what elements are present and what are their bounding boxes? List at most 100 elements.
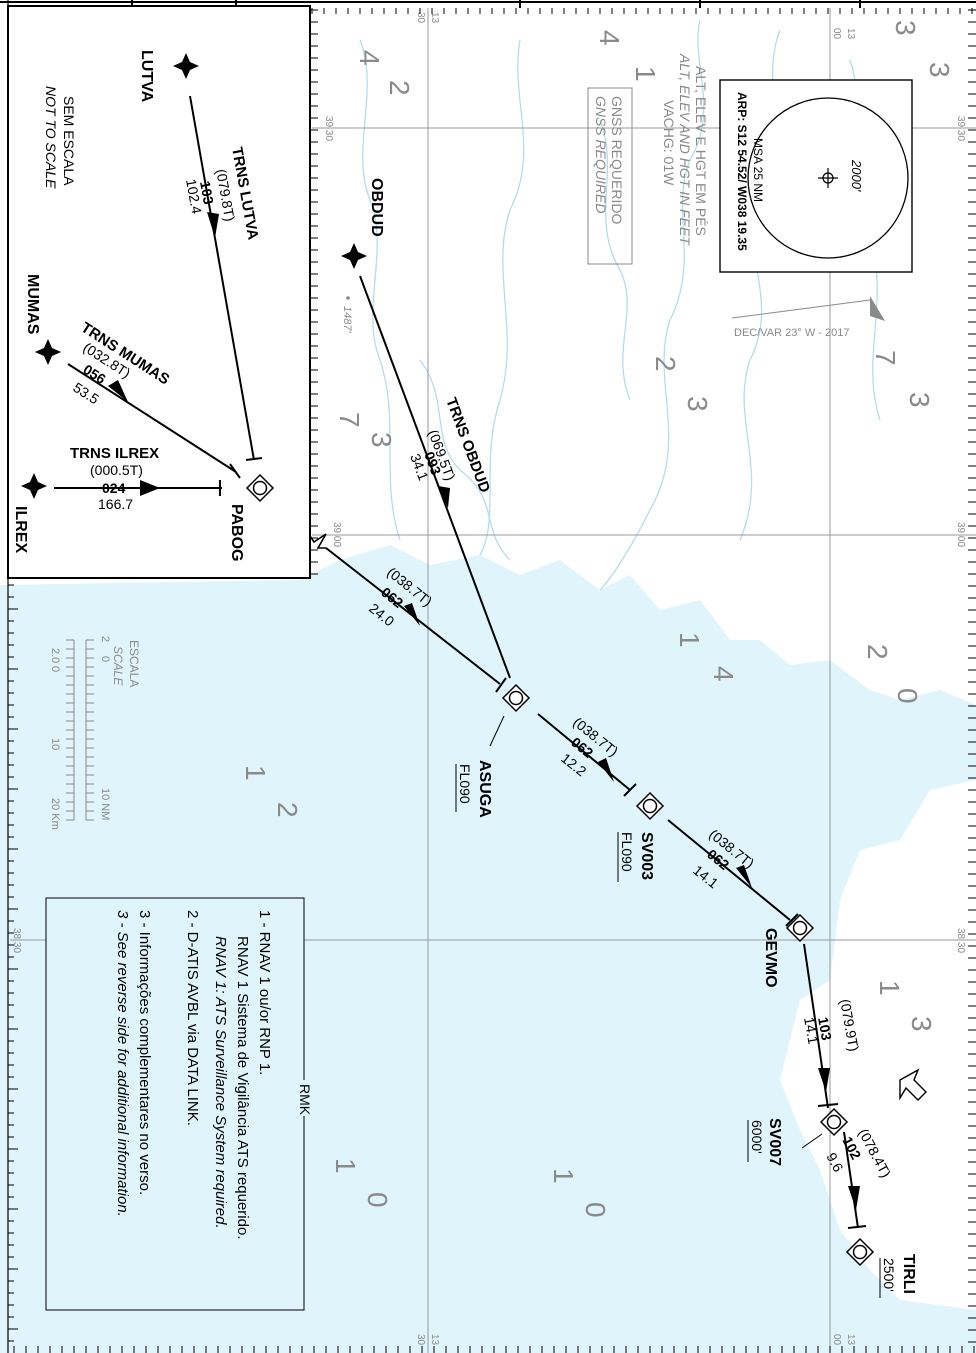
svg-text:GNSS REQUIRED: GNSS REQUIRED [593,96,609,213]
svg-text:13: 13 [429,1334,440,1346]
svg-text:2: 2 [862,644,893,660]
svg-text:13: 13 [845,28,856,40]
svg-text:103: 103 [815,1016,835,1042]
svg-text:7: 7 [870,350,901,366]
svg-text:39 00: 39 00 [331,522,342,547]
svg-text:LUTVA: LUTVA [138,50,155,103]
svg-text:39 30: 39 30 [955,116,966,141]
waypoint-tirli[interactable]: TIRLI 2500' [846,1238,917,1298]
magnetic-variation: DEC/VAR 23° W - 2017 [731,296,885,339]
svg-text:6000': 6000' [749,1120,765,1154]
svg-text:0: 0 [99,656,111,662]
svg-text:ALT, ELEV AND HGT IN FEET: ALT, ELEV AND HGT IN FEET [677,53,693,246]
fix-lutva[interactable]: LUTVA [138,50,199,103]
arp-symbol [818,168,838,188]
svg-text:0: 0 [362,1192,393,1208]
scale-bar: ESCALA SCALE 2 0 10 NM 2.0 0 10 20 Km [49,636,141,830]
leg-arrowheads [404,486,860,1210]
svg-text:093: 093 [421,449,444,477]
svg-text:39 00: 39 00 [955,522,966,547]
svg-text:0: 0 [49,666,61,672]
svg-text:102.4: 102.4 [183,178,205,216]
svg-text:00: 00 [831,28,842,40]
svg-text:10: 10 [49,738,61,750]
svg-text:13: 13 [429,12,440,24]
svg-text:2: 2 [384,80,415,96]
svg-text:00: 00 [831,1334,842,1346]
direction-arrow-icon [899,1068,927,1101]
fix-obdud[interactable]: OBDUD [341,178,385,269]
waypoint-sv007[interactable]: SV007 6000' [747,1108,848,1166]
svg-text:TRNS ILREX: TRNS ILREX [70,445,159,462]
svg-text:14.1: 14.1 [801,1016,822,1046]
svg-text:4: 4 [708,666,739,682]
svg-text:2: 2 [272,802,303,818]
info-block: ALT, ELEV E HGT EM PÉS ALT, ELEV AND HGT… [587,53,709,265]
svg-text:ALT, ELEV E HGT EM PÉS: ALT, ELEV E HGT EM PÉS [693,66,709,236]
svg-text:(000.5T): (000.5T) [90,462,143,478]
svg-text:3: 3 [904,392,935,408]
svg-text:ESCALA: ESCALA [127,640,141,687]
svg-text:13: 13 [845,1334,856,1346]
svg-text:0: 0 [580,1202,611,1218]
svg-text:3: 3 [366,432,397,448]
waypoint-sv003[interactable]: SV003 FL090 [617,792,664,882]
svg-text:DEC/VAR 23° W - 2017: DEC/VAR 23° W - 2017 [734,327,849,339]
svg-text:SCALE: SCALE [111,646,125,686]
svg-text:NOT TO SCALE: NOT TO SCALE [43,86,59,189]
svg-text:1: 1 [330,1158,361,1174]
svg-text:3 - Informações complementares: 3 - Informações complementares no verso. [136,910,153,1195]
fix-pabog-label: PABOG [228,504,245,561]
svg-text:ARP: S12 54.52/ W038 19.35: ARP: S12 54.52/ W038 19.35 [735,92,749,251]
svg-text:TIRLI: TIRLI [900,1254,917,1294]
svg-text:3: 3 [890,20,921,36]
svg-text:MSA 25 NM: MSA 25 NM [751,138,765,202]
svg-text:166.7: 166.7 [98,496,133,512]
svg-text:2: 2 [650,356,681,372]
svg-text:20 Km: 20 Km [49,798,61,830]
spot-elevation: 1487' [341,296,353,333]
graticule-labels: 30 13 00 13 30 13 00 13 39 30 39 30 39 0… [11,12,966,1346]
fix-mumas[interactable]: MUMAS [24,274,61,365]
svg-text:3: 3 [682,396,713,412]
svg-text:FL090: FL090 [619,832,635,872]
island [850,900,910,1010]
svg-text:3: 3 [906,1016,937,1032]
svg-text:1: 1 [674,632,705,648]
svg-text:30: 30 [415,1334,426,1346]
svg-text:2000': 2000' [849,159,864,192]
svg-text:2: 2 [99,636,111,642]
svg-text:38 30: 38 30 [955,928,966,953]
waypoint-asuga[interactable]: ASUGA FL090 [455,684,530,818]
grid-digits: 4 2 4 1 3 3 7 3 2 3 7 3 2 0 1 4 1 2 1 3 … [240,20,955,1218]
svg-text:RNAV 1: ATS Surveillance Syste: RNAV 1: ATS Surveillance System required… [212,936,229,1229]
svg-text:1: 1 [630,66,661,82]
svg-text:RMK: RMK [297,1084,313,1116]
svg-text:3 - See reverse side for addit: 3 - See reverse side for additional info… [114,910,131,1217]
svg-text:0: 0 [892,688,923,704]
transition-inset: SEM ESCALA NOT TO SCALE LUTVA TRNS LUTVA… [7,5,311,579]
svg-text:10 NM: 10 NM [99,788,111,820]
svg-text:30: 30 [415,12,426,24]
svg-text:1: 1 [240,765,271,781]
svg-text:SEM ESCALA: SEM ESCALA [61,96,77,186]
svg-text:GEVMO: GEVMO [762,928,779,988]
leg-end-bars [495,677,867,1229]
svg-text:1: 1 [874,980,905,996]
svg-text:SV003: SV003 [638,832,655,880]
break-symbol [305,529,327,549]
svg-text:2.0: 2.0 [49,648,61,663]
svg-text:RNAV 1 Sistema de Vigilância A: RNAV 1 Sistema de Vigilância ATS requeri… [234,936,251,1240]
waypoint-gevmo[interactable]: GEVMO [762,914,814,988]
svg-text:39 30: 39 30 [323,116,334,141]
svg-text:GNSS REQUERIDO: GNSS REQUERIDO [609,96,625,224]
svg-text:SV007: SV007 [766,1118,783,1166]
svg-text:ASUGA: ASUGA [476,760,493,818]
svg-text:1 - RNAV 1 ou/or RNP 1.: 1 - RNAV 1 ou/or RNP 1. [256,910,273,1075]
svg-text:2500': 2500' [881,1258,897,1292]
svg-text:OBDUD: OBDUD [368,178,385,237]
svg-text:ILREX: ILREX [12,506,29,553]
border-ticks [8,8,976,1353]
svg-text:024: 024 [102,480,126,496]
fix-ilrex[interactable]: ILREX [12,473,47,553]
